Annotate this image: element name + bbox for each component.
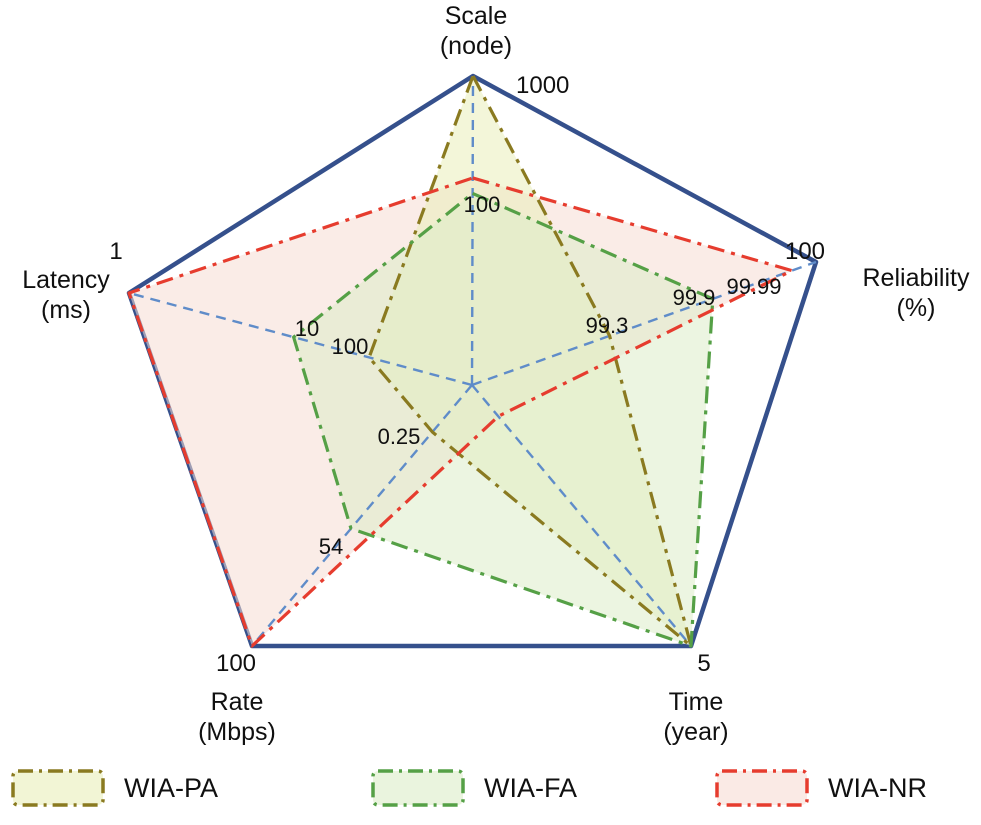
axis-spoke-1 (471, 260, 817, 387)
series-fill-wia-fa (293, 193, 713, 647)
annotation-scale-100: 100 (463, 192, 501, 217)
axis-title-time: Time (year) (663, 688, 729, 746)
axis-title-rate: Rate (Mbps) (198, 688, 276, 746)
legend-label-wia-fa: WIA-FA (484, 772, 577, 803)
axis-title-scale: Scale (node) (439, 2, 513, 60)
axis-spoke-2 (471, 384, 692, 647)
axis-max-scale: 1000 (516, 72, 570, 99)
axis-max-time: 5 (697, 650, 711, 677)
legend-swatch-wia-pa-icon (11, 769, 105, 807)
legend-item-wia-nr: WIA-NR (712, 766, 927, 810)
legend-swatch-wia-fa-icon (371, 769, 465, 807)
legend-swatch-wia-nr-icon (715, 769, 809, 807)
axis-max-latency: 1 (109, 238, 123, 265)
axis-spoke-3 (251, 384, 473, 647)
axis-spoke-4 (128, 291, 473, 387)
axis-max-reliability: 100 (784, 238, 826, 265)
annotation-latency-100: 100 (331, 334, 369, 359)
legend-label-wia-nr: WIA-NR (828, 772, 927, 803)
legend-item-wia-fa: WIA-FA (368, 766, 577, 810)
legend-label-wia-pa: WIA-PA (124, 772, 218, 803)
series-outline-wia-fa (292, 191, 715, 648)
annotation-latency-10: 10 (294, 316, 320, 341)
axis-spoke-0 (470, 75, 475, 386)
axis-title-reliability: Reliability (%) (862, 264, 970, 322)
axis-max-rate: 100 (215, 650, 257, 677)
annotation-reliability-99-99: 99.99 (726, 274, 782, 299)
annotation-rate-54: 54 (318, 534, 344, 559)
annotation-reliability-99-9: 99.9 (672, 285, 716, 310)
legend-item-wia-pa: WIA-PA (8, 766, 218, 810)
annotation-reliability-99-3: 99.3 (585, 313, 629, 338)
series-outline-wia-pa (367, 74, 693, 648)
axis-title-latency: Latency (ms) (22, 266, 110, 324)
annotation-rate-0-25: 0.25 (377, 424, 421, 449)
